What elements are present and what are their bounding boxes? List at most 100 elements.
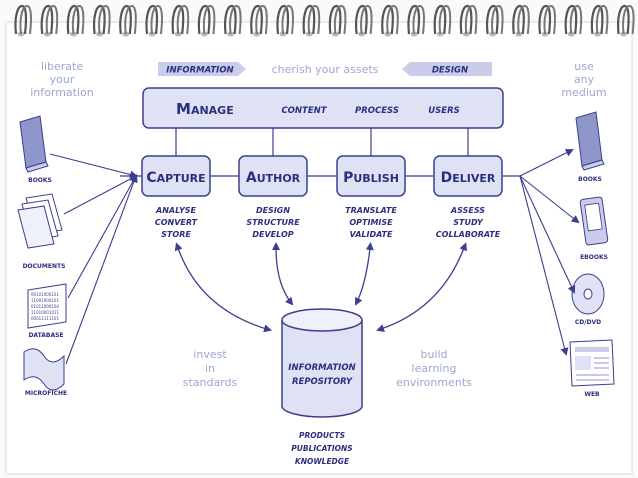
binding-ring	[250, 4, 268, 37]
svg-text:00101000101: 00101000101	[31, 292, 59, 297]
manage-item-content: CONTENT	[281, 106, 327, 116]
binding-ring	[302, 4, 321, 37]
stage-task: DESIGN	[256, 206, 290, 215]
documents-icon	[17, 193, 63, 249]
stage-deliver: DELIVER ASSESS STUDY COLLABORATE	[433, 155, 503, 239]
svg-text:01011000100: 01011000100	[31, 304, 59, 309]
output-label-books: BOOKS	[578, 176, 602, 183]
manage-item-users: USERS	[428, 106, 460, 116]
stage-task: CONVERT	[155, 218, 198, 227]
output-label-web: WEB	[584, 391, 600, 398]
binding-ring	[224, 4, 242, 37]
svg-text:11010001011: 11010001011	[31, 310, 59, 315]
stage-title: PUBLISH	[343, 170, 399, 186]
stage-author: AUTHOR DESIGN STRUCTURE DEVELOP	[238, 155, 308, 239]
source-label-books: BOOKS	[28, 177, 52, 184]
binding-ring	[459, 4, 478, 37]
bottom-left-note: invest in standards	[183, 348, 238, 389]
binding-ring	[276, 4, 294, 37]
output-label-cddvd: CD/DVD	[575, 319, 601, 326]
bottom-right-note-line: build	[420, 348, 447, 361]
bottom-right-note: build learning environments	[396, 348, 472, 389]
bottom-left-note-line: invest	[193, 348, 227, 361]
repository-output: PUBLICATIONS	[291, 444, 352, 453]
binding-ring	[564, 4, 583, 37]
right-note: use any medium	[561, 60, 606, 99]
design-tag	[402, 62, 492, 76]
binding-ring	[433, 4, 452, 37]
stage-box	[336, 155, 406, 197]
stage-task: OPTIMISE	[349, 218, 393, 227]
binding-ring	[328, 4, 347, 37]
stage-task: VALIDATE	[350, 230, 393, 239]
left-note-line: liberate	[41, 60, 83, 73]
right-note-line: any	[574, 73, 595, 86]
spiral-binding	[14, 4, 635, 37]
information-tag	[158, 62, 246, 76]
ebook-reader-icon	[579, 196, 609, 246]
stage-box	[433, 155, 503, 197]
binding-ring	[486, 4, 504, 37]
stage-title: DELIVER	[441, 170, 496, 186]
binding-ring	[590, 4, 609, 37]
binding-ring	[66, 4, 85, 37]
stage-title: AUTHOR	[246, 170, 301, 186]
binding-ring	[381, 4, 399, 37]
binding-ring	[355, 4, 373, 37]
source-label-database: DATABASE	[28, 332, 63, 339]
information-repository: INFORMATION REPOSITORY	[281, 308, 363, 418]
stage-box	[141, 155, 211, 197]
stage-task: ASSESS	[450, 206, 485, 215]
information-tag-label: INFORMATION	[166, 66, 233, 76]
bottom-right-note-line: learning	[412, 362, 457, 375]
svg-text:00011111101: 00011111101	[31, 316, 59, 321]
source-label-documents: DOCUMENTS	[23, 263, 66, 270]
binding-ring	[197, 4, 216, 37]
bottom-left-note-line: standards	[183, 376, 238, 389]
books-icon	[19, 115, 49, 173]
binding-ring	[171, 4, 190, 37]
binding-ring	[40, 4, 59, 37]
left-note: liberate your information	[30, 60, 94, 99]
bottom-right-note-line: environments	[396, 376, 472, 389]
disc-icon	[571, 273, 605, 315]
manage-bar: MANAGE CONTENT PROCESS USERS	[142, 87, 504, 129]
repository-arrows	[174, 242, 468, 333]
stage-task: ANALYSE	[155, 206, 196, 215]
repository-output: PRODUCTS	[299, 431, 345, 440]
stage-task: STUDY	[453, 218, 484, 227]
web-page-icon	[569, 339, 615, 387]
binding-ring	[538, 4, 556, 37]
repository-label: REPOSITORY	[292, 377, 353, 387]
svg-text:11001000101: 11001000101	[31, 298, 59, 303]
stage-task: STORE	[161, 230, 191, 239]
stage-task: COLLABORATE	[436, 230, 501, 239]
stage-task: TRANSLATE	[345, 206, 397, 215]
stage-task: STRUCTURE	[246, 218, 300, 227]
stage-capture: CAPTURE ANALYSE CONVERT STORE	[141, 155, 211, 239]
stage-box	[238, 155, 308, 197]
stage-title: CAPTURE	[146, 170, 205, 186]
output-label-ebooks: EBOOKS	[580, 254, 608, 261]
binding-ring	[14, 4, 32, 37]
output-arrows	[519, 149, 580, 356]
bottom-left-note-line: in	[205, 362, 215, 375]
left-note-line: your	[50, 73, 75, 86]
repository-output: KNOWLEDGE	[295, 457, 350, 466]
stage-task: DEVELOP	[252, 230, 293, 239]
database-icon: 00101000101 11001000101 01011000100 1101…	[27, 283, 67, 329]
binding-ring	[512, 4, 530, 37]
banner-center-text: cherish your assets	[272, 63, 379, 76]
microfiche-icon	[23, 348, 65, 391]
manage-item-process: PROCESS	[355, 106, 399, 116]
manage-title: MANAGE	[176, 100, 234, 118]
source-label-microfiche: MICROFICHE	[25, 390, 67, 397]
left-note-line: information	[30, 86, 94, 99]
stage-publish: PUBLISH TRANSLATE OPTIMISE VALIDATE	[336, 155, 406, 239]
binding-ring	[145, 4, 163, 37]
banner: INFORMATION cherish your assets DESIGN	[158, 62, 492, 76]
input-arrows	[49, 153, 138, 365]
binding-ring	[407, 4, 425, 37]
